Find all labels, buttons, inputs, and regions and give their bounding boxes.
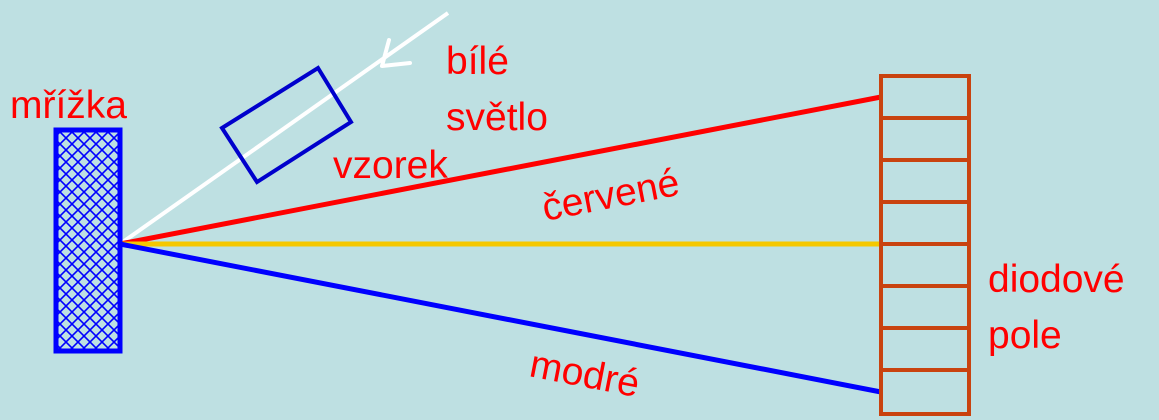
red-beam-label: červené [539,161,683,230]
white-light-arrow-icon [380,38,412,68]
white-light-label-line2: světlo [446,96,548,139]
white-light-label-line1: bílé [446,40,509,83]
grating [53,127,123,354]
sample-box [219,65,354,185]
sample-label: vzorek [333,144,448,187]
diode-array-label-line1: diodové [988,258,1125,301]
grating-label: mřížka [10,84,127,127]
diode-array-label-line2: pole [988,314,1062,357]
blue-beam-label: modré [526,343,643,406]
diode-array [879,74,971,416]
blue-beam [119,241,882,395]
white-light-beam [118,11,450,246]
red-beam [119,94,882,247]
